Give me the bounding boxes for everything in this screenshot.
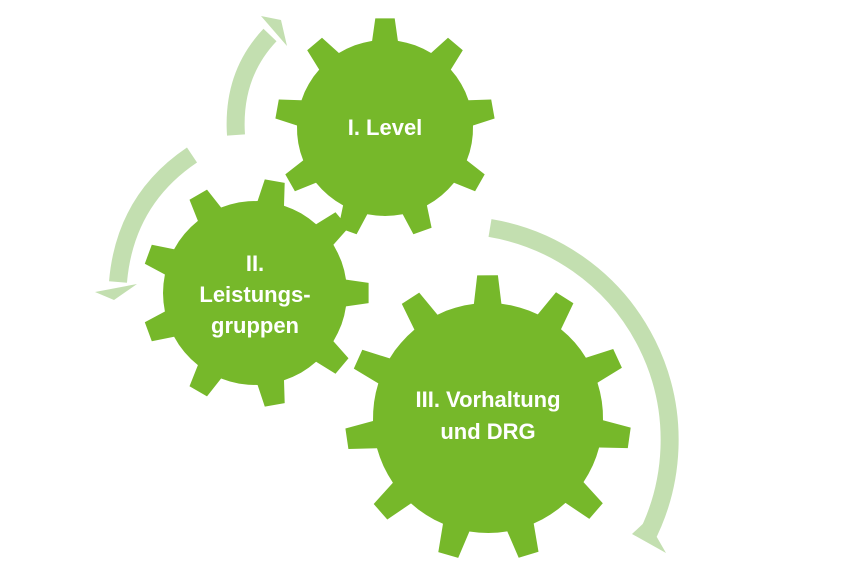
arrow-left-head xyxy=(95,284,137,300)
gear-leistungsgruppen-label-line-3: gruppen xyxy=(211,313,299,338)
arrow-right-head xyxy=(632,520,666,553)
gear-leistungsgruppen xyxy=(144,179,369,407)
gear-level-label-line-1: I. Level xyxy=(348,115,423,140)
arrow-top-left-head xyxy=(261,16,287,46)
gear-level-label: I. Level xyxy=(348,115,423,140)
arrow-right xyxy=(488,219,679,553)
gear-layer xyxy=(144,18,631,558)
gear-leistungsgruppen-label-line-1: II. xyxy=(246,251,264,276)
gear-vorhaltung-label-line-1: III. Vorhaltung xyxy=(415,387,560,412)
gear-leistungsgruppen-label: II. Leistungs- gruppen xyxy=(199,251,310,338)
gear-vorhaltung-label-line-2: und DRG xyxy=(440,419,535,444)
gear-level xyxy=(275,18,495,235)
gear-vorhaltung xyxy=(345,275,631,558)
gear-leistungsgruppen-label-line-2: Leistungs- xyxy=(199,282,310,307)
arrow-top-left-shaft xyxy=(226,28,277,136)
arrow-top-left xyxy=(226,16,287,136)
arrow-right-shaft xyxy=(488,219,679,545)
arrow-left-shaft xyxy=(109,147,198,283)
arrow-left xyxy=(95,147,198,300)
gear-vorhaltung-label: III. Vorhaltung und DRG xyxy=(415,387,560,444)
